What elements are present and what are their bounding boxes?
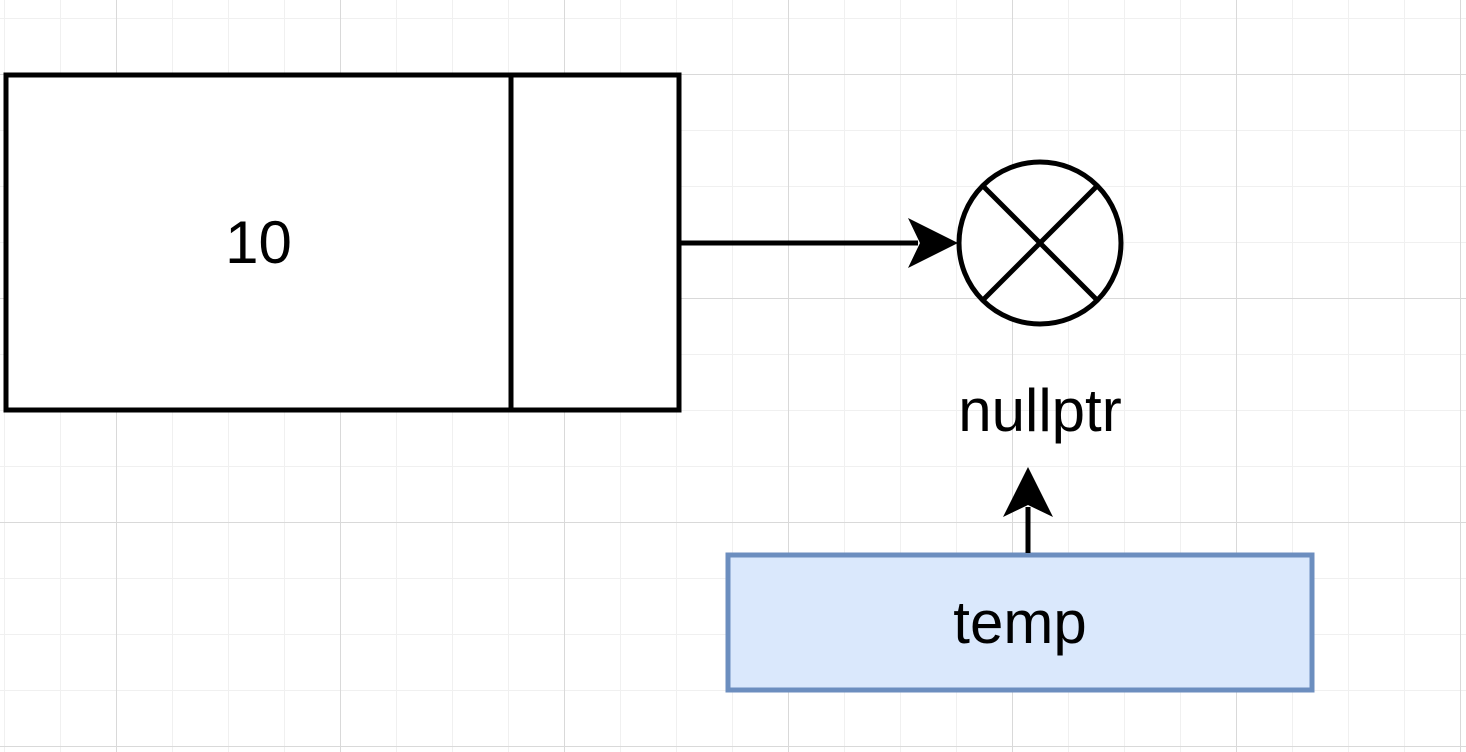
next-pointer-arrowhead-icon [908,218,958,268]
null-cross-line-b [981,184,1099,302]
circle-x-icon[interactable] [956,159,1124,327]
temp-pointer-arrowhead-icon [1003,467,1053,517]
temp-label: temp [953,589,1087,656]
node-value-label: 10 [225,209,292,276]
node-data-cell[interactable] [3,72,514,413]
nullptr-label: nullptr [958,376,1122,444]
node-next-cell[interactable] [508,72,682,413]
temp-box[interactable] [725,552,1315,693]
